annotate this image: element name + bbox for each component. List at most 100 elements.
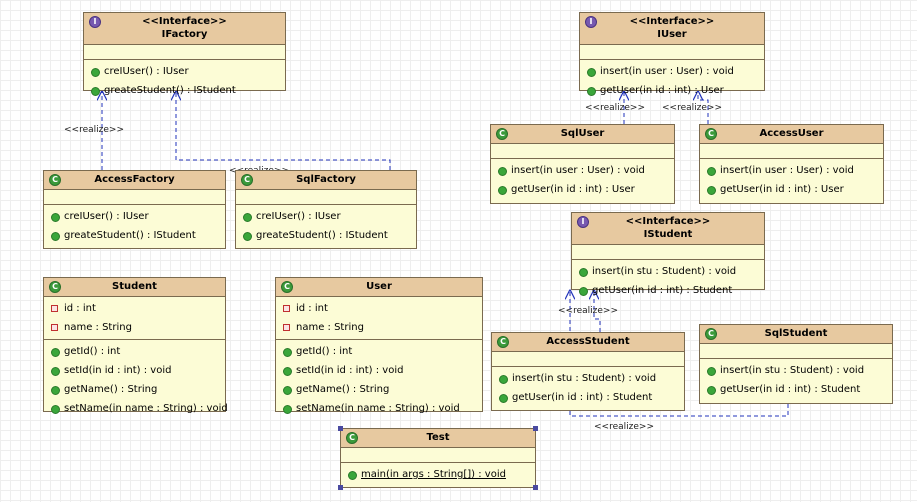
method-row[interactable]: getId() : int [276,342,482,361]
sqluser-attributes [491,144,674,159]
method-row[interactable]: getUser(in id : int) : Student [492,388,684,407]
public-method-icon [51,348,60,357]
attribute-row[interactable]: id : int [44,299,225,318]
method-row[interactable]: insert(in stu : Student) : void [572,262,764,281]
method-row[interactable]: getId() : int [44,342,225,361]
method-row[interactable]: greateStudent() : IStudent [236,226,416,245]
public-method-icon [51,232,60,241]
selection-handle-br[interactable] [533,485,538,490]
class-icon: C [281,281,293,293]
realize-label-accessstudent: <<realize>> [558,306,618,316]
selection-handle-bl[interactable] [338,485,343,490]
attribute-row[interactable]: id : int [276,299,482,318]
public-method-icon [587,68,596,77]
method-row[interactable]: getName() : String [44,380,225,399]
public-method-icon [243,232,252,241]
public-method-icon [283,405,292,414]
class-icon: C [49,174,61,186]
method-text: getId() : int [296,346,353,357]
sqlstudent-methods: insert(in stu : Student) : void getUser(i… [700,359,892,401]
public-method-icon [51,213,60,222]
method-row[interactable]: getUser(in id : int) : User [491,180,674,199]
sqlstudent-class-box[interactable]: C SqlStudent insert(in stu : Student) : vo… [699,324,893,404]
method-row[interactable]: setName(in name : String) : void [276,399,482,418]
ifactory-header: I<<Interface>>IFactory [84,13,285,45]
accessfactory-name: AccessFactory [94,174,175,185]
method-row[interactable]: setId(in id : int) : void [276,361,482,380]
interface-icon: I [577,216,589,228]
selection-handle-tl[interactable] [338,426,343,431]
attribute-text: id : int [64,303,96,314]
method-text: insert(in user : User) : void [600,66,734,77]
class-icon: C [705,328,717,340]
attribute-row[interactable]: name : String [44,318,225,337]
edge-accessstudent-istudent [594,290,601,332]
accessuser-attributes [700,144,883,159]
method-row[interactable]: greateStudent() : IStudent [44,226,225,245]
method-row[interactable]: creIUser() : IUser [44,207,225,226]
iuser-attributes [580,45,764,60]
method-row[interactable]: getUser(in id : int) : Student [572,281,764,300]
iuser-methods: insert(in user : User) : void getUser(in … [580,60,764,102]
method-text: insert(in stu : Student) : void [592,266,737,277]
realize-label-accessfactory: <<realize>> [64,125,124,135]
test-name: Test [426,432,450,443]
private-field-icon [51,324,58,331]
student-attributes: id : int name : String [44,297,225,340]
public-method-icon [707,386,716,395]
method-row[interactable]: main(in args : String[]) : void [341,465,535,484]
method-row[interactable]: getUser(in id : int) : User [700,180,883,199]
method-text: setId(in id : int) : void [296,365,404,376]
public-method-icon [579,268,588,277]
method-row[interactable]: insert(in user : User) : void [491,161,674,180]
class-icon: C [346,432,358,444]
iuser-name: IUser [657,29,687,40]
public-method-icon [587,87,596,96]
method-row[interactable]: greateStudent() : IStudent [84,81,285,100]
accessstudent-name: AccessStudent [546,336,630,347]
method-row[interactable]: insert(in stu : Student) : void [700,361,892,380]
method-row[interactable]: getUser(in id : int) : Student [700,380,892,399]
method-row[interactable]: insert(in user : User) : void [700,161,883,180]
method-row[interactable]: getUser(in id : int) : User [580,81,764,100]
sqlfactory-name: SqlFactory [296,174,356,185]
ifactory-attributes [84,45,285,60]
method-row[interactable]: insert(in user : User) : void [580,62,764,81]
selection-handle-tr[interactable] [533,426,538,431]
method-row[interactable]: insert(in stu : Student) : void [492,369,684,388]
edge-sqlfactory-ifactory [176,91,391,170]
public-method-icon [498,167,507,176]
method-text: getUser(in id : int) : Student [512,392,653,403]
interface-icon: I [89,16,101,28]
ifactory-interface-box[interactable]: I<<Interface>>IFactory creIUser() : IUser… [83,12,286,96]
accessstudent-methods: insert(in stu : Student) : void getUser(i… [492,367,684,409]
public-method-icon [499,375,508,384]
istudent-stereotype: <<Interface>> [625,216,711,227]
method-row[interactable]: setName(in name : String) : void [44,399,228,418]
attribute-row[interactable]: name : String [276,318,482,337]
method-row[interactable]: getName() : String [276,380,482,399]
method-row[interactable]: creIUser() : IUser [84,62,285,81]
method-text: setId(in id : int) : void [64,365,172,376]
method-row[interactable]: creIUser() : IUser [236,207,416,226]
method-text: getUser(in id : int) : Student [720,384,861,395]
test-class-box[interactable]: C Test main(in args : String[]) : void [340,428,536,488]
method-row[interactable]: setId(in id : int) : void [44,361,225,380]
sqlstudent-name: SqlStudent [764,328,828,339]
method-text: getName() : String [64,384,158,395]
method-text: insert(in user : User) : void [511,165,645,176]
